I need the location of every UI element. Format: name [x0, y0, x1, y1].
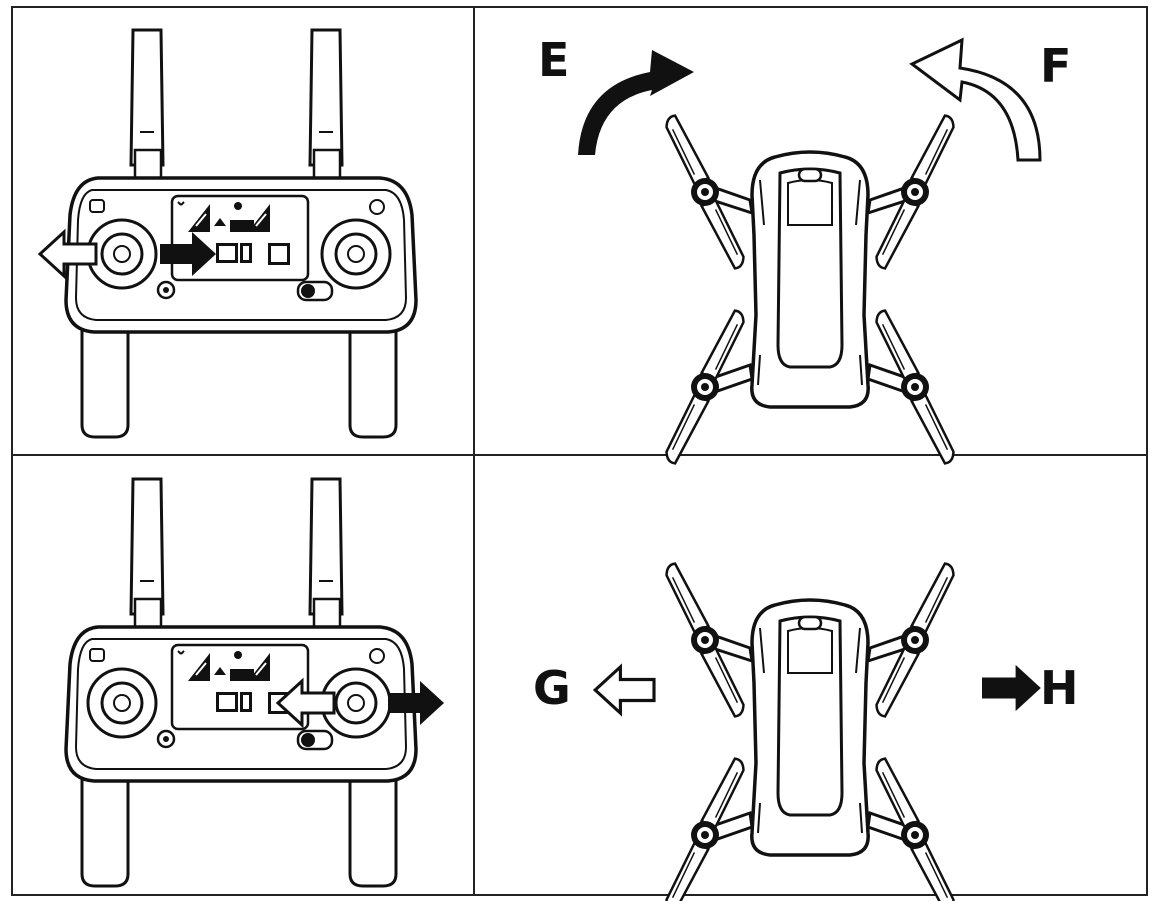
label-g: G: [533, 661, 571, 715]
remote-controller-icon: [66, 479, 416, 886]
drone-top-view-icon: [664, 112, 957, 467]
label-f: F: [1040, 39, 1071, 93]
label-h: H: [1040, 661, 1079, 715]
remote-controller-icon: [66, 30, 416, 437]
drone-top-right: E F: [538, 33, 1071, 467]
drone-top-view-icon: [664, 560, 957, 901]
arrow-right-solid-icon: [982, 665, 1041, 711]
drone-bottom-right: G H: [533, 560, 1079, 901]
remote-controller-bottom: [66, 479, 444, 886]
arrow-left-outline-icon: [595, 667, 654, 713]
remote-controller-top: [40, 30, 416, 437]
label-e: E: [538, 33, 569, 87]
